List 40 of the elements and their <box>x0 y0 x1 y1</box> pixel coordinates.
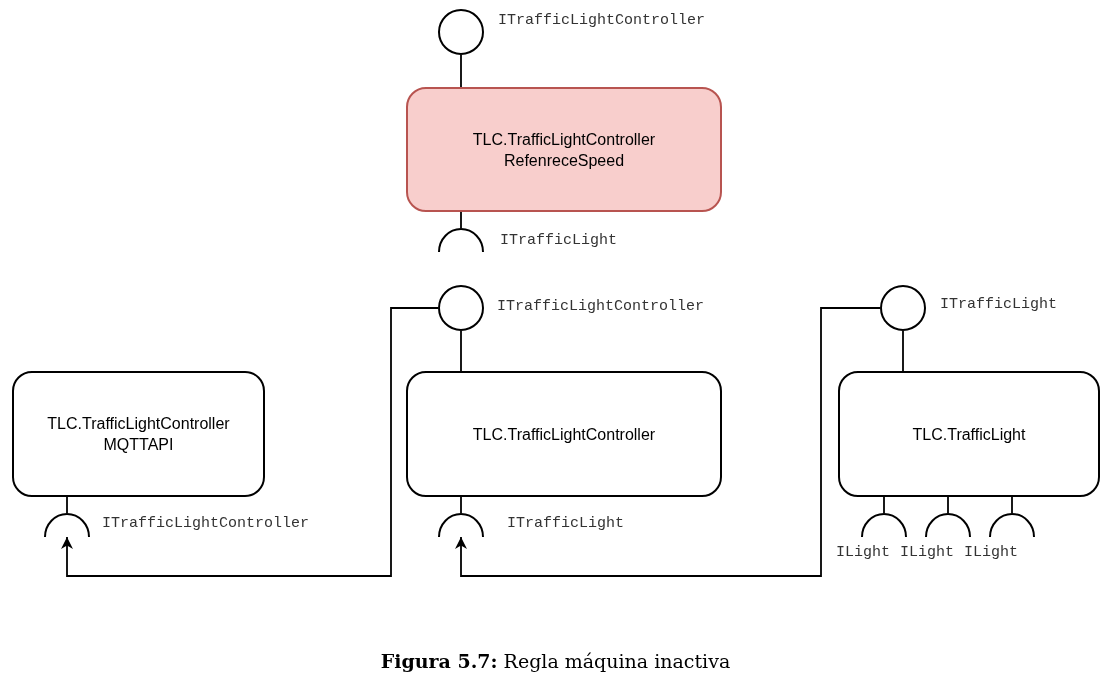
component-label: MQTTAPI <box>103 435 174 455</box>
connector-line <box>883 496 885 514</box>
component-box <box>406 371 722 497</box>
connector-line <box>460 496 462 514</box>
component-label: TLC.TrafficLightController <box>47 414 230 434</box>
component-label: TLC.TrafficLightController <box>472 129 656 150</box>
interface-name: ILight <box>900 544 954 561</box>
arrow <box>61 307 439 577</box>
required-interface-socket <box>925 513 971 537</box>
interface-name: ILight <box>964 544 1018 561</box>
component-label: TLC.TrafficLight <box>912 424 1026 445</box>
provided-interface-circle <box>438 285 484 331</box>
provided-interface-circle <box>880 285 926 331</box>
component-label: RefenreceSpeed <box>503 150 625 171</box>
required-interface-socket <box>44 513 90 537</box>
required-interface-socket <box>438 513 484 537</box>
required-interface-socket <box>438 228 484 252</box>
connector-line <box>460 211 462 229</box>
required-interface-socket <box>861 513 907 537</box>
connector-line <box>460 54 462 88</box>
interface-name: ITrafficLightController <box>497 298 705 315</box>
interface-name: ITrafficLightController <box>498 12 706 29</box>
component-box <box>838 371 1100 497</box>
arrow <box>455 307 881 577</box>
interface-name: ITrafficLight <box>500 232 618 249</box>
connector-line <box>947 496 949 514</box>
connector-line <box>902 330 904 372</box>
required-interface-socket <box>989 513 1035 537</box>
interface-name: ITrafficLight <box>940 296 1058 313</box>
connector-line <box>1011 496 1013 514</box>
provided-interface-circle <box>438 9 484 55</box>
interface-name: ILight <box>836 544 890 561</box>
interface-name: ITrafficLight <box>507 515 625 532</box>
connector-line <box>66 496 68 514</box>
figure-caption: Figura 5.7: Regla máquina inactiva <box>379 650 732 672</box>
component-box <box>12 371 265 497</box>
connector-line <box>460 330 462 372</box>
interface-name: ITrafficLightController <box>102 515 310 532</box>
component-box <box>406 87 722 212</box>
component-label: TLC.TrafficLightController <box>472 424 656 445</box>
